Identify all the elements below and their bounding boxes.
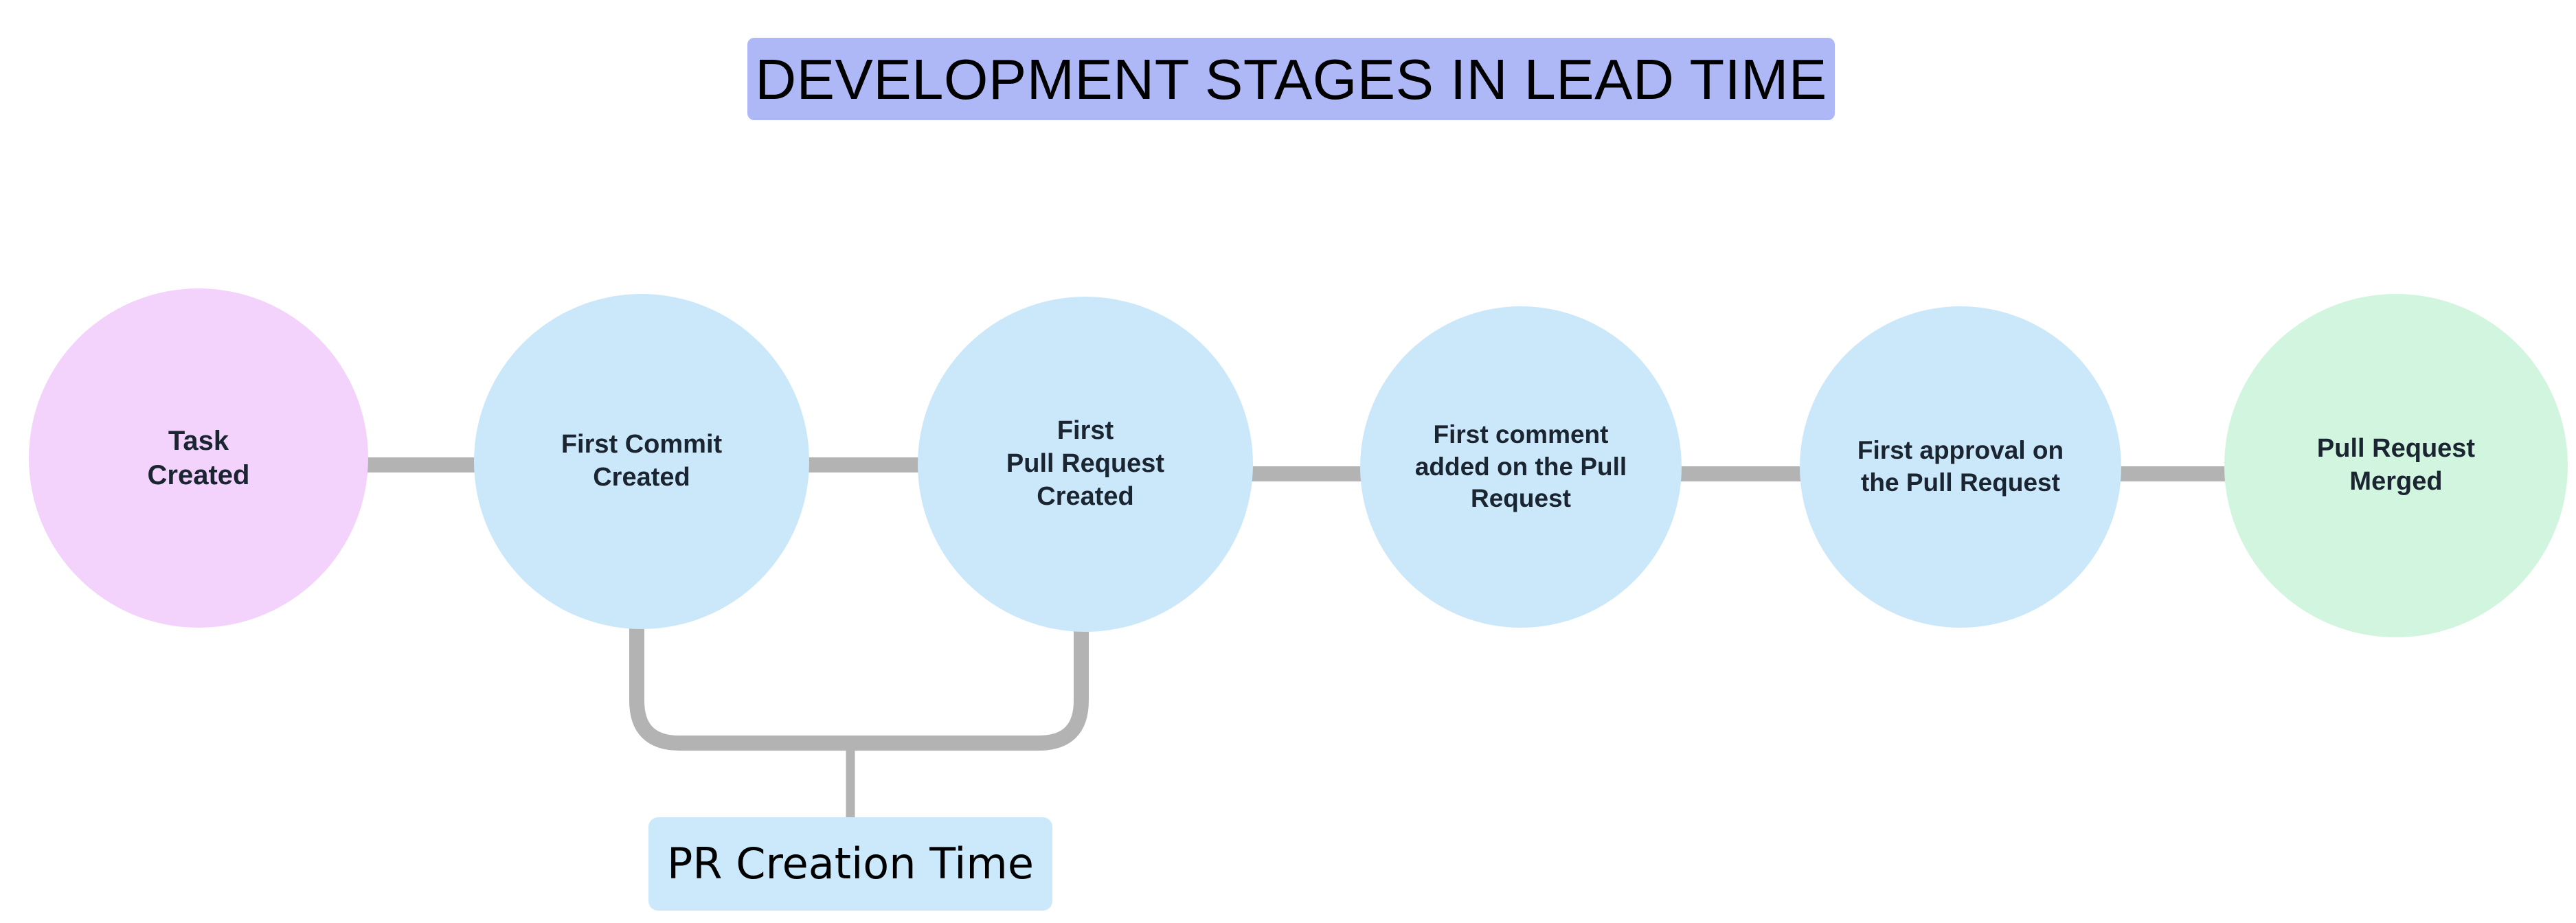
node-first-approval[interactable]: First approval on the Pull Request (1800, 306, 2121, 628)
node-first-pull-request-created[interactable]: First Pull Request Created (918, 297, 1253, 632)
page-title: DEVELOPMENT STAGES IN LEAD TIME (755, 47, 1827, 111)
node-label-first-comment-added: First comment added on the Pull Request (1414, 420, 1627, 513)
node-label-first-pull-request-created: First Pull Request Created (1006, 416, 1165, 511)
node-pull-request-merged[interactable]: Pull Request Merged (2224, 294, 2568, 637)
edge-label-pr-creation-time[interactable]: PR Creation Time (648, 817, 1052, 911)
node-task-created[interactable]: Task Created (29, 288, 368, 628)
node-first-comment-added[interactable]: First comment added on the Pull Request (1360, 306, 1682, 628)
bracket-pr-creation-time (629, 626, 1089, 751)
node-label-first-commit-created: First Commit Created (561, 430, 723, 492)
node-first-commit-created[interactable]: First Commit Created (474, 294, 809, 629)
edge-label-text-pr-creation-time: PR Creation Time (667, 839, 1034, 889)
node-label-pull-request-merged: Pull Request Merged (2316, 434, 2476, 496)
node-label-task-created: Task Created (147, 425, 250, 490)
node-label-first-approval: First approval on the Pull Request (1857, 436, 2064, 497)
diagram-title-banner: DEVELOPMENT STAGES IN LEAD TIME (747, 38, 1835, 120)
